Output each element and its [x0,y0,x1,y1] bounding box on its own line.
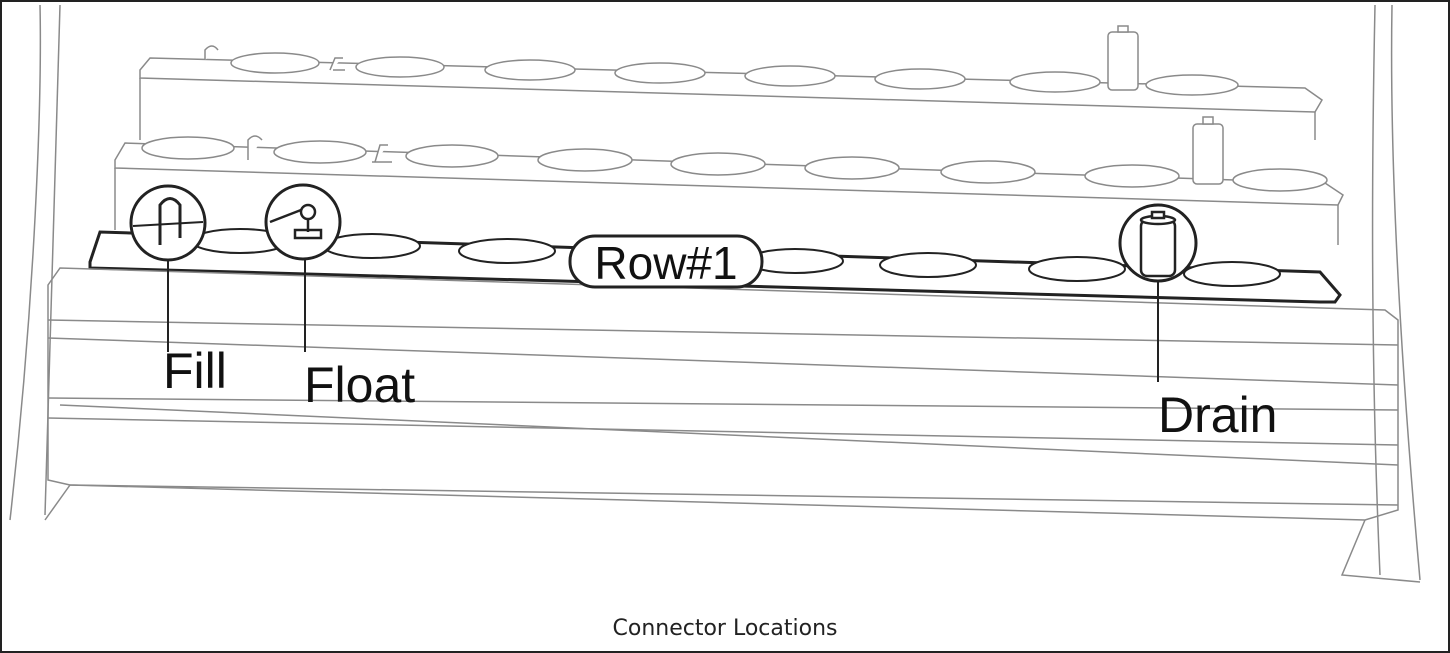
base-panel [47,267,1399,521]
float-connector-icon [269,203,323,240]
top-shelf [139,57,1323,140]
fill-label: Fill [163,343,227,399]
top-shelf-pans [204,25,1239,96]
float-label: Float [304,357,416,413]
middle-shelf [114,142,1344,245]
fill-connector-icon [158,197,182,245]
middle-shelf-pans [141,116,1328,192]
drain-callout [1118,203,1198,382]
drain-connector-icon [1139,210,1177,278]
figure-caption: Connector Locations [612,616,838,641]
row-label: Row#1 [594,237,737,289]
row-label-pill: Row#1 [568,234,764,289]
drain-label: Drain [1158,387,1278,443]
float-callout [264,183,342,352]
fill-callout [129,184,207,352]
